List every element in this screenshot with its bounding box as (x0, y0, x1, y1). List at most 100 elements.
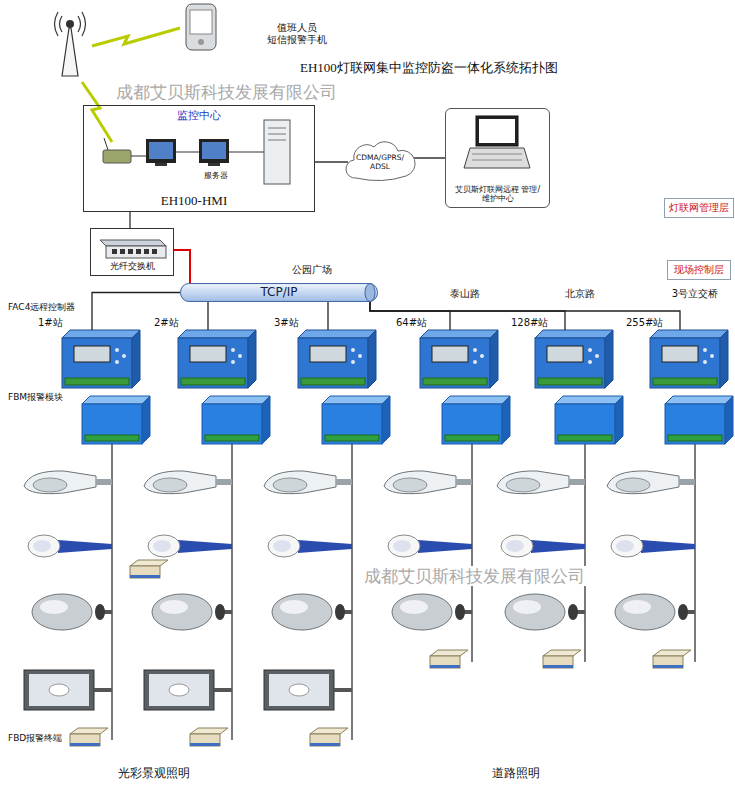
tcpip-bus: TCP/IP (180, 283, 378, 302)
controller-button (595, 354, 599, 358)
lamp-arm (96, 479, 112, 485)
cloud-outline (346, 142, 415, 181)
lamp-lens (393, 478, 427, 492)
drive-bay (268, 140, 286, 141)
bus-wire (584, 444, 585, 662)
lamp-arm (214, 688, 232, 692)
wireless-bolt (92, 28, 180, 46)
monitor-frame (146, 139, 176, 163)
controller-body (178, 338, 248, 388)
monitor-stand (155, 163, 167, 166)
lamp-arm (58, 540, 112, 553)
lan-wire (131, 156, 146, 157)
lamp-highlight (160, 600, 188, 614)
controller-body (62, 338, 132, 388)
modem-antenna (104, 138, 108, 150)
switch-port (128, 249, 133, 254)
network-link (412, 157, 445, 158)
module-top (202, 396, 270, 404)
network-link (370, 302, 680, 330)
controller-button (351, 360, 355, 364)
group-label: 光彩景观照明 (118, 766, 190, 780)
node-text: 艾贝斯灯联网远程 管理/维护中心 (449, 185, 546, 204)
court-lamp (28, 535, 60, 557)
terminal-top (190, 728, 228, 734)
phone-icon (186, 4, 216, 50)
network-link (315, 161, 348, 162)
site-name: 3号立交桥 (672, 288, 718, 300)
switch-top (100, 240, 166, 246)
network-link (327, 302, 328, 330)
terminal-stripe (543, 665, 573, 668)
terminal-top (70, 728, 108, 734)
lamp-arm (418, 540, 472, 553)
lamp-arm (679, 479, 695, 485)
controller-top (178, 330, 256, 338)
terminal-top (543, 650, 581, 656)
terminal-strip (558, 435, 612, 441)
terminal-strip (423, 378, 487, 385)
controller-screen (310, 346, 346, 362)
controller-screen (432, 346, 468, 362)
street-lamp (264, 471, 336, 494)
controller-button (351, 348, 355, 352)
controller-button (231, 360, 235, 364)
controller-screen (190, 346, 226, 362)
controller-button (115, 360, 119, 364)
terminal-strip (65, 378, 129, 385)
switch-front (106, 246, 166, 258)
terminal-strip (181, 378, 245, 385)
pipe-end (365, 284, 375, 302)
controller-side (490, 330, 498, 388)
controller-top (62, 330, 140, 338)
bus-wire (694, 444, 695, 662)
controller-button (115, 348, 119, 352)
terminal-strip (668, 435, 722, 441)
lamp-arm (298, 540, 352, 553)
lamp-collar (215, 604, 225, 620)
lamp-lens (153, 478, 187, 492)
controller-button (588, 360, 592, 364)
lamp-lens (273, 540, 291, 552)
node-text: 值班人员 短信报警手机 (261, 22, 333, 46)
module-top (442, 396, 510, 404)
bus-wire (111, 444, 112, 740)
site-name: 北京路 (565, 288, 595, 300)
terminal-top (430, 650, 468, 656)
lamp-highlight (623, 600, 651, 614)
hmi-label: EH100-HMI (144, 189, 244, 213)
flood-bulb (49, 684, 69, 696)
network-link (370, 302, 450, 330)
globe-lamp (272, 594, 332, 630)
node-text: 现场控制层 (674, 264, 724, 275)
globe-lamp (32, 594, 92, 630)
network-link (129, 212, 130, 228)
street-lamp (144, 471, 216, 494)
lamp-arm (216, 479, 232, 485)
terminal-stripe (310, 743, 340, 746)
flood-bulb (169, 684, 189, 696)
flood-bulb (289, 684, 309, 696)
lamp-arm (569, 479, 585, 485)
street-lamp (24, 471, 96, 494)
controller-button (473, 348, 477, 352)
antenna-mast (62, 28, 78, 76)
station-controller: 北京路128#站 (535, 330, 613, 390)
station-number: 2#站 (154, 317, 179, 329)
terminal-strip (538, 378, 602, 385)
node-text: 监控中心 (177, 109, 221, 122)
monitor-screen (202, 142, 226, 159)
lan-wire (176, 152, 199, 153)
controller-button (473, 360, 477, 364)
controller-side (720, 330, 728, 388)
terminal-strip (445, 435, 499, 441)
station-controller: 3号立交桥255#站 (650, 330, 728, 390)
alarm-terminal (653, 656, 683, 668)
court-lamp (501, 535, 533, 557)
lamp-lens (506, 478, 540, 492)
alarm-terminal (70, 734, 100, 746)
lamp-collar (95, 604, 105, 620)
node-text: 服务器 (204, 171, 228, 181)
flood-glass (149, 674, 209, 706)
